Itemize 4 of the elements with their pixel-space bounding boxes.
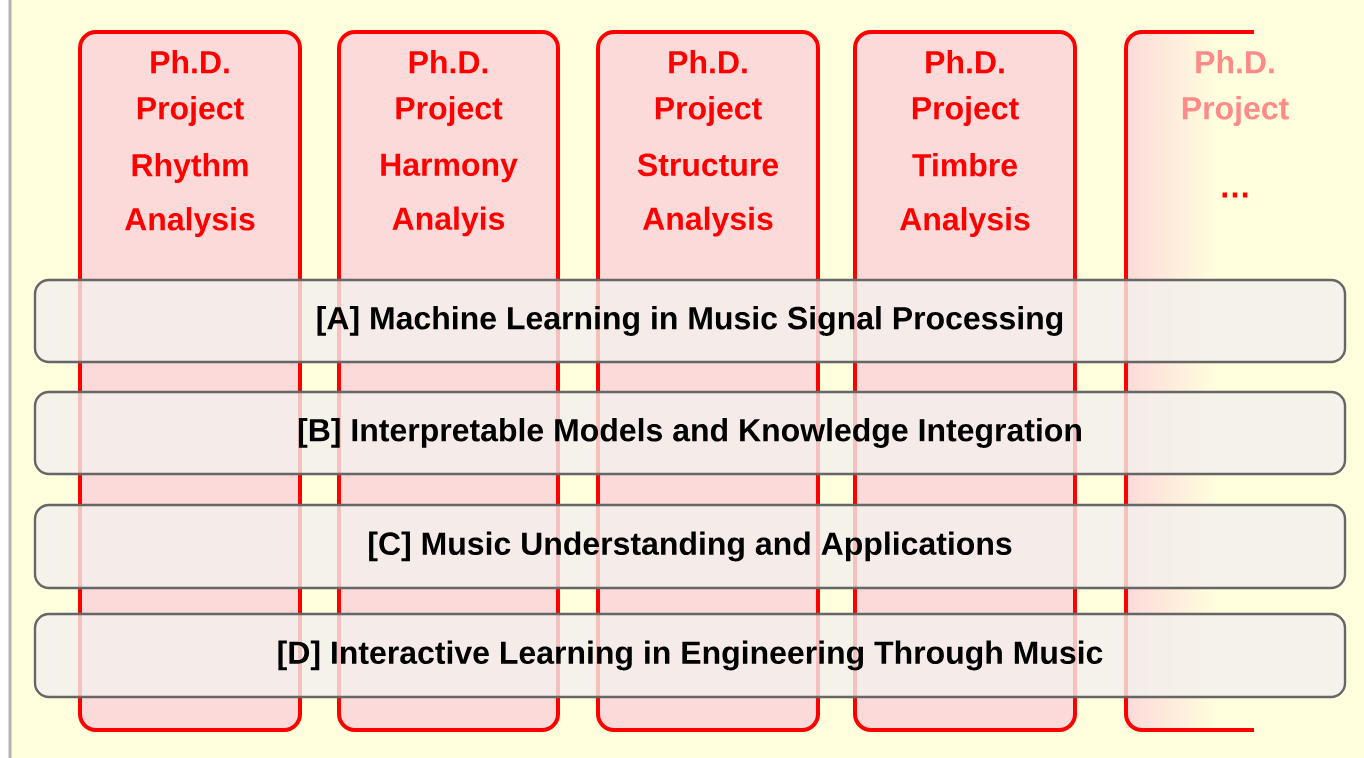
topic-band: [C] Music Understanding and Applications	[33, 503, 1347, 590]
topic-band: [B] Interpretable Models and Knowledge Integration	[33, 390, 1347, 476]
topic-band: [A] Machine Learning in Music Signal Processing	[33, 278, 1347, 364]
topic-band: [D] Interactive Learning in Engineering Through Music	[33, 612, 1347, 699]
